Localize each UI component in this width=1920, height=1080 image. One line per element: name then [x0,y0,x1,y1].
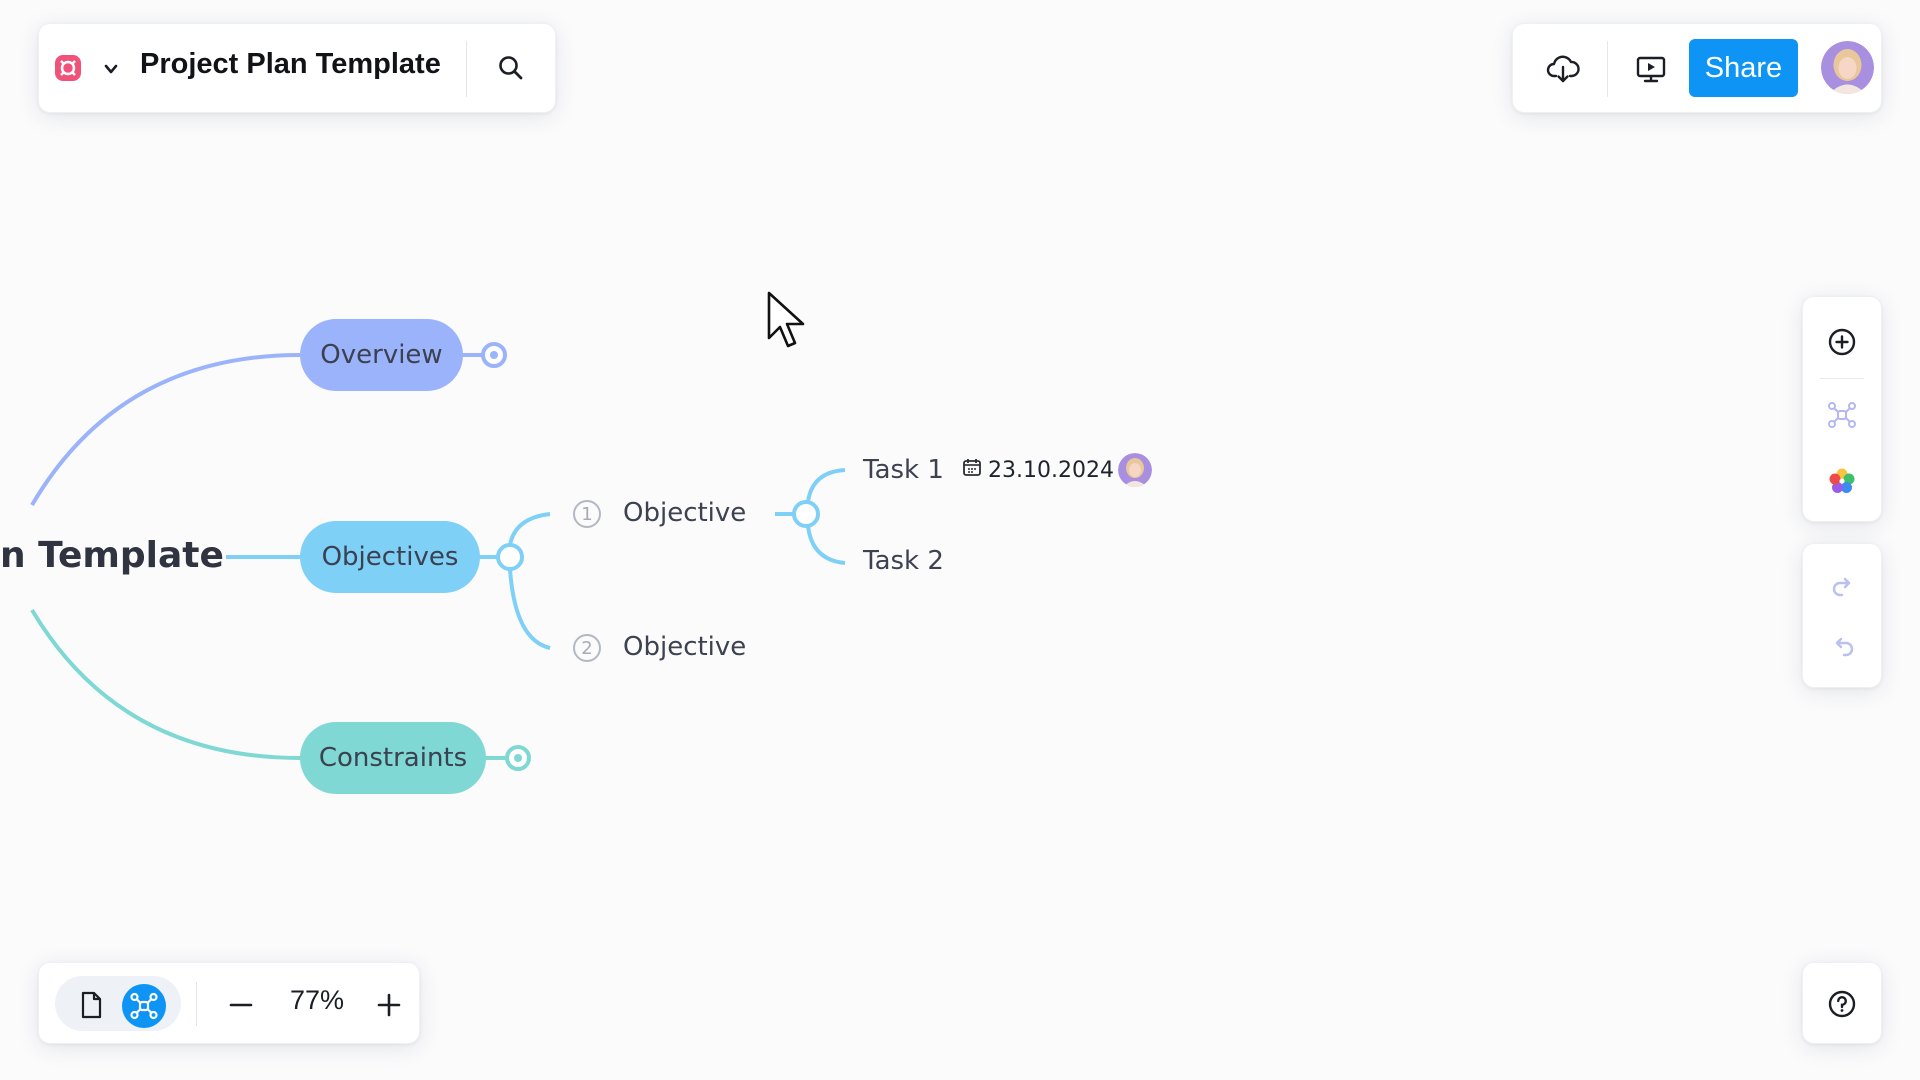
divider [466,41,467,97]
calendar-icon [962,457,982,483]
user-avatar[interactable] [1821,41,1874,94]
help-panel [1802,962,1882,1044]
assignee-avatar[interactable] [1118,453,1152,487]
title-panel [38,23,556,113]
mindmap-view-icon[interactable] [122,984,166,1028]
add-circle-icon[interactable] [1825,325,1859,359]
task-node[interactable]: Task 1 [863,455,944,485]
document-title[interactable]: Project Plan Template [140,48,441,80]
color-palette-icon[interactable] [1825,464,1859,498]
branch-overview[interactable]: Overview [300,319,463,391]
divider [1820,378,1864,379]
history-panel [1802,543,1882,688]
mindmap-icon[interactable] [1825,398,1859,432]
objective-fork-knob [792,500,820,528]
redo-icon[interactable] [1827,572,1859,604]
branch-objectives[interactable]: Objectives [300,521,480,593]
chevron-down-icon[interactable] [100,58,122,80]
plus-icon[interactable] [372,988,406,1022]
share-button[interactable]: Share [1689,39,1798,97]
objectives-fork-knob [496,543,524,571]
app-logo-icon[interactable] [53,53,83,83]
tools-panel [1802,296,1882,522]
cloud-download-icon[interactable] [1544,50,1582,88]
zoom-level: 77% [289,985,345,1015]
due-date-text: 23.10.2024 [988,457,1114,483]
present-icon[interactable] [1632,50,1670,88]
help-icon[interactable] [1825,987,1859,1021]
mouse-cursor-icon [767,291,805,348]
branch-constraints[interactable]: Constraints [300,722,486,794]
divider [196,982,197,1026]
objective-number-badge: 2 [573,634,601,662]
undo-icon[interactable] [1827,630,1859,662]
task-node[interactable]: Task 2 [863,546,944,576]
due-date-chip[interactable]: 23.10.2024 [962,457,1114,483]
objective-node[interactable]: Objective [623,498,747,528]
minus-icon[interactable] [224,988,258,1022]
search-icon[interactable] [493,50,529,86]
document-icon[interactable] [74,988,108,1022]
objective-node[interactable]: Objective [623,632,747,662]
root-node-label[interactable]: n Template [0,535,224,576]
objective-number-badge: 1 [573,500,601,528]
divider [1607,41,1608,97]
